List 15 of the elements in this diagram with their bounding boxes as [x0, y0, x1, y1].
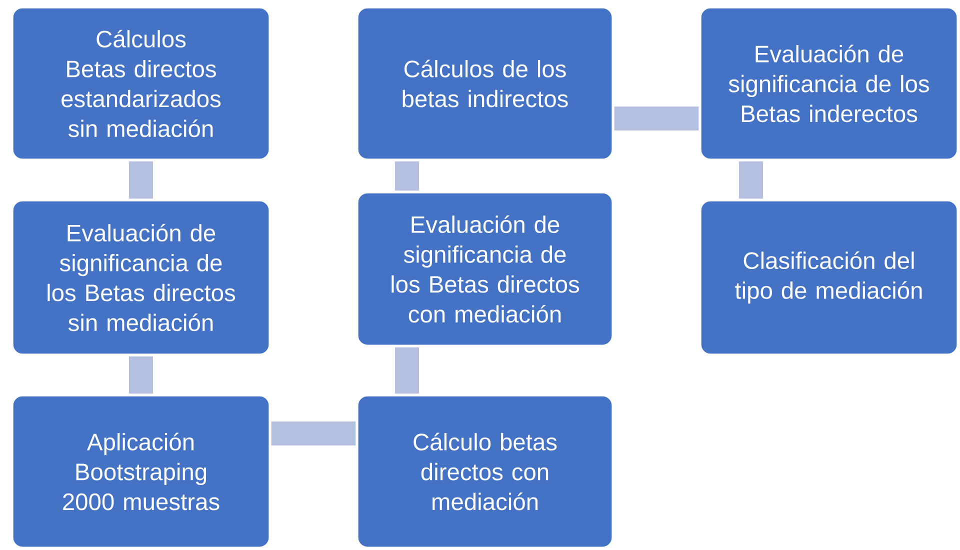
connector-bar — [271, 422, 356, 446]
connector-bar — [129, 161, 153, 199]
process-box: Evaluación de significancia de los Betas directos sin mediación — [10, 198, 272, 356]
process-box: Clasificación del tipo de mediación — [698, 198, 960, 356]
connector-bar — [739, 161, 764, 199]
connector-bar — [395, 347, 419, 394]
process-box: Cálculo betas directos con mediación — [356, 394, 614, 550]
process-box: Evaluación de significancia de los Betas directos con mediación — [356, 190, 614, 348]
process-box: Cálculos Betas directos estandarizados sin mediación — [10, 6, 272, 162]
process-box: Cálculos de los betas indirectos — [356, 6, 614, 162]
process-box: Evaluación de significancia de los Betas inderectos — [698, 6, 960, 162]
connector-bar — [395, 161, 419, 191]
connector-bar — [614, 106, 699, 130]
process-box: Aplicación Bootstraping 2000 muestras — [10, 394, 272, 550]
connector-bar — [129, 356, 153, 394]
